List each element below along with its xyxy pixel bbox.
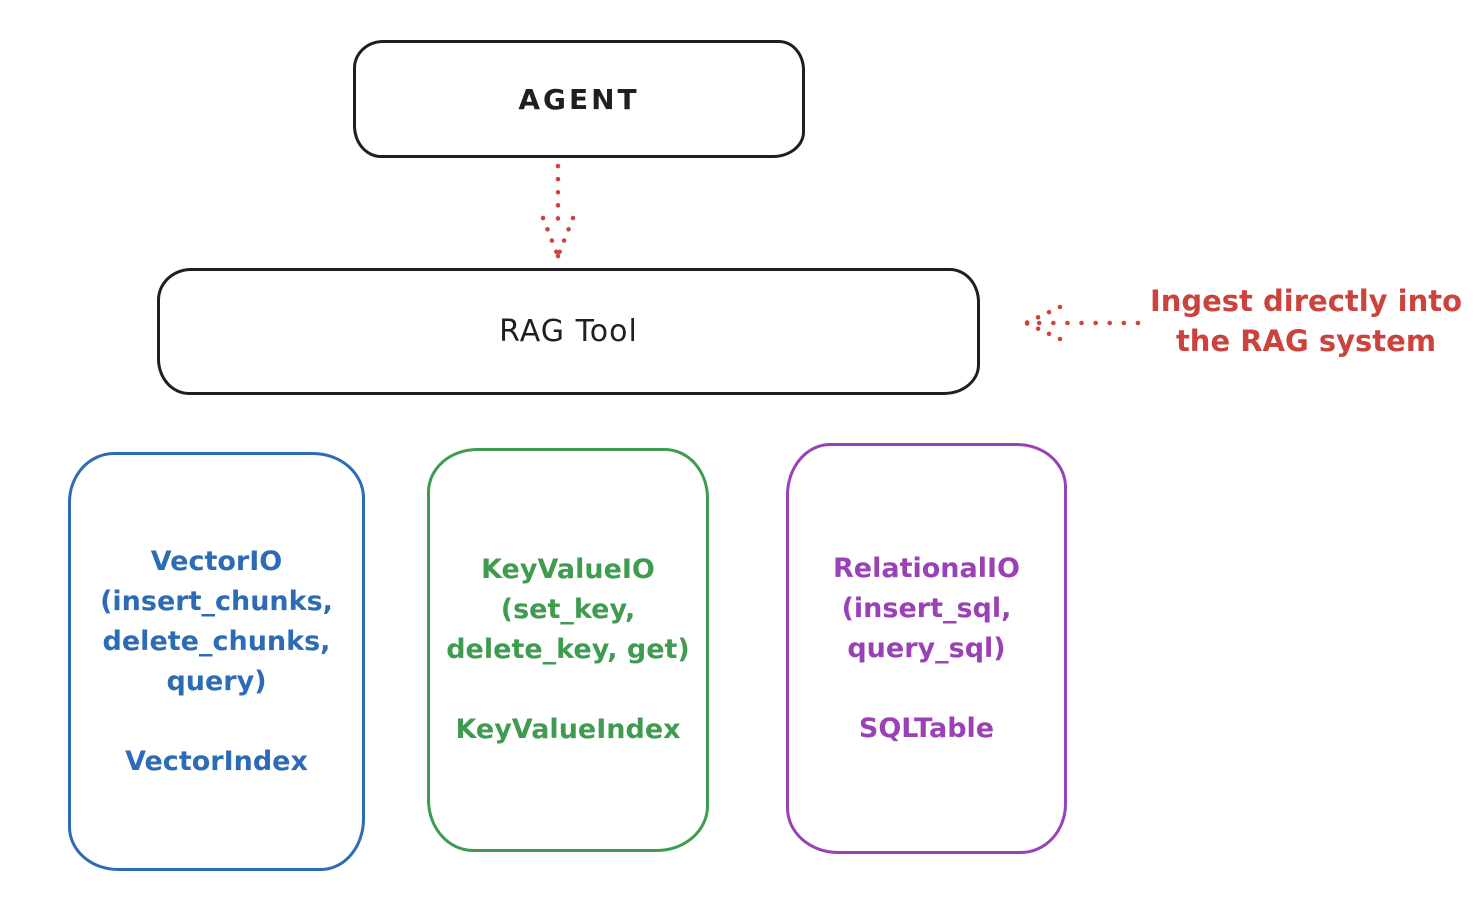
ingest-annotation: Ingest directly into the RAG system (1149, 284, 1463, 358)
vector-io-body: VectorIO (insert_chunks, delete_chunks, … (100, 545, 333, 697)
agent-box: AGENT (353, 40, 805, 158)
ingest-arrow-icon (1023, 304, 1141, 342)
relational-io-box: RelationalIO (insert_sql, query_sql) SQL… (786, 443, 1067, 854)
agent-label: AGENT (518, 82, 640, 116)
rag-tool-label: RAG Tool (499, 314, 638, 349)
keyvalue-io-body: KeyValueIO (set_key, delete_key, get) (446, 554, 690, 665)
rag-tool-box: RAG Tool (157, 268, 980, 395)
relational-io-body: RelationalIO (insert_sql, query_sql) (833, 552, 1020, 664)
sql-table-label: SQLTable (858, 712, 995, 744)
vector-io-box: VectorIO (insert_chunks, delete_chunks, … (68, 452, 365, 871)
vector-index-label: VectorIndex (125, 745, 308, 777)
agent-to-rag-arrow-icon (540, 163, 576, 265)
keyvalue-index-label: KeyValueIndex (455, 714, 681, 745)
keyvalue-io-box: KeyValueIO (set_key, delete_key, get) Ke… (427, 448, 709, 852)
